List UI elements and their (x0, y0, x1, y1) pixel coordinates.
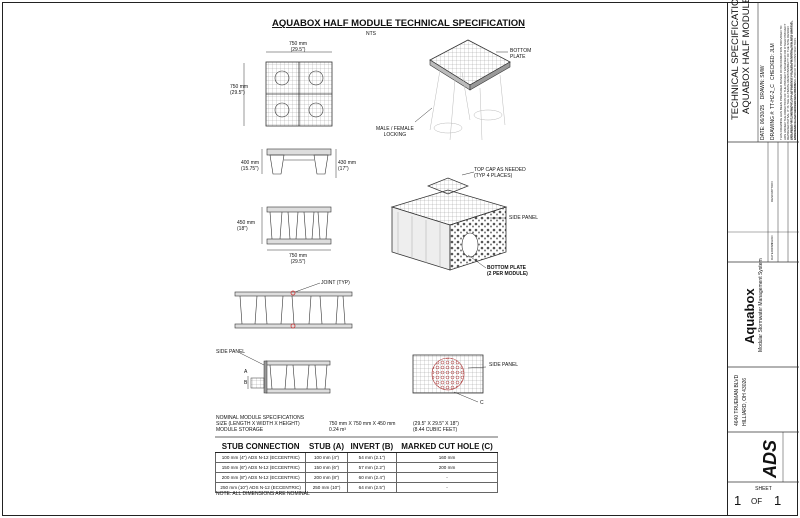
table-cell: 57 mm (2.2") (346, 462, 398, 473)
ads-logo: ADS (760, 439, 780, 478)
drawing-row: DRAWING #: TT-HZ-2_C CHECKED: JLM (770, 43, 776, 140)
drawing-no-label: DRAWING #: (770, 110, 776, 140)
drawing-no-value: TT-HZ-2_C (770, 84, 776, 110)
side-view-1 (261, 148, 337, 178)
chkd-col-label: CHKD (770, 235, 774, 244)
nts-label: NTS (366, 31, 376, 37)
table-cell: 250 mm (10") (305, 482, 348, 493)
side1-left-dim-in: (15.75") (241, 166, 259, 172)
sheet-of: OF (751, 497, 763, 506)
top-height-dim-in: (29.5") (230, 90, 245, 96)
spec-title-2: AQUABOX HALF MODULE (741, 0, 752, 114)
iso-bottom-plate (414, 39, 511, 141)
table-cell: 100 mm (4") ADS N-12 (ECCENTRIC) (214, 452, 307, 463)
side2-bottom-dim-in: (29.5") (290, 259, 306, 265)
nominal-size-value-in: (29.5" X 29.5" X 18") (413, 421, 459, 427)
table-cell: 200 mm (396, 462, 498, 473)
drawn-label: DRAWN: (760, 79, 766, 100)
table-cell: 200 mm (8") ADS N-12 (ECCENTRIC) (214, 472, 307, 483)
description-label: DESCRIPTION (770, 181, 774, 202)
section-view (239, 352, 331, 394)
top-view (243, 51, 333, 127)
side2-left-dim: 450 mm (237, 220, 256, 226)
side1-right-dim-in: (17") (338, 166, 349, 172)
top-height-dim: 750 mm (230, 84, 249, 90)
side-view-2 (261, 206, 332, 251)
side-panel-right-callout: SIDE PANEL (489, 362, 519, 368)
drawing-title: AQUABOX HALF MODULE TECHNICAL SPECIFICAT… (272, 18, 525, 29)
table-cell: 150 mm (6") (305, 462, 348, 473)
address-line-2: HILLIARD, OH 43026 (742, 377, 748, 426)
title-block-lines (728, 2, 799, 483)
side-panel-iso-callout: SIDE PANEL (509, 215, 539, 221)
table-cell: - (396, 482, 498, 493)
nominal-storage-value-ft: (8.44 CUBIC FEET) (413, 427, 458, 433)
checked-label: CHECKED: (770, 54, 776, 80)
top-cap-callout: TOP CAP AS NEEDED (TYP 4 PLACES) (474, 167, 526, 179)
table-cell: 200 mm (8") (305, 472, 348, 483)
nominal-size-value: 750 mm X 750 mm X 450 mm (329, 421, 396, 427)
date-value: 06/30/25 (760, 104, 766, 125)
table-cell: 60 mm (2.4") (346, 472, 398, 483)
table-cell: 54 mm (2.1") (346, 452, 398, 463)
nominal-storage-value: 0.24 m³ (329, 427, 346, 433)
title-block: TECHNICAL SPECIFICATIONS AQUABOX HALF MO… (727, 0, 799, 516)
dim-a-label: A (244, 369, 248, 375)
side2-left-dim-in: (18") (237, 226, 248, 232)
table-row: 200 mm (8") ADS N-12 (ECCENTRIC) 200 mm … (214, 472, 498, 483)
iso-assembly (390, 171, 508, 271)
nominal-size-label: SIZE (LENGTH X WIDTH X HEIGHT) (216, 421, 300, 427)
table-row: 250 mm (10") ADS N-12 (ECCENTRIC) 250 mm… (214, 482, 498, 493)
nominal-storage-label: MODULE STORAGE (216, 427, 264, 433)
dim-c-label: C (480, 400, 484, 406)
bottom-plate-2-callout: BOTTOM PLATE (2 PER MODULE) (487, 265, 528, 277)
drwn-col-label: DRWN (770, 242, 774, 252)
table-header: STUB CONNECTION (215, 441, 306, 453)
nominal-specs: NOMINAL MODULE SPECIFICATIONS SIZE (LENG… (216, 415, 304, 433)
spec-title-1: TECHNICAL SPECIFICATIONS (730, 0, 741, 120)
date-label: DATE: (760, 125, 766, 140)
male-female-callout: MALE / FEMALE LOCKING (376, 126, 414, 138)
side2-bottom-dim: 750 mm (289, 253, 308, 259)
table-cell: 160 mm (396, 452, 498, 463)
dim-b-label: B (244, 380, 248, 386)
drawn-value: SMW (760, 65, 766, 78)
drawing-canvas (215, 39, 511, 438)
sheet-number: 1 (734, 493, 742, 508)
table-row: 150 mm (6") ADS N-12 (ECCENTRIC) 150 mm … (214, 462, 498, 473)
product-subtitle: Modular Stormwater Management System (758, 258, 764, 352)
top-width-dim: 750 mm (289, 41, 308, 47)
side1-right-dim: 430 mm (338, 160, 357, 166)
table-header: STUB (A) (305, 441, 348, 453)
note: NOTE: ALL DIMENSIONS ARE NOMINAL (216, 491, 310, 497)
stub-table: STUB CONNECTION STUB (A) INVERT (B) MARK… (214, 441, 498, 493)
date-row: DATE: 06/30/25 DRAWN: SMW (760, 66, 766, 141)
disclaimer-2: ADS DOES NOT WARRANT THE ACCURACY OF THI… (789, 22, 797, 140)
table-row: 100 mm (4") ADS N-12 (ECCENTRIC) 100 mm … (214, 452, 498, 463)
side-panel-left-callout: SIDE PANEL (216, 349, 246, 355)
checked-value: JLM (770, 43, 776, 53)
plan-bottom-plate (412, 354, 487, 403)
table-cell: - (396, 472, 498, 483)
product-name: Aquabox (742, 288, 757, 344)
sheet-total: 1 (774, 493, 782, 508)
table-header: INVERT (B) (347, 441, 397, 453)
joint-view (234, 282, 353, 329)
bottom-plate-callout: BOTTOM PLATE (510, 48, 532, 60)
top-width-dim-in: (29.5") (290, 47, 306, 53)
joint-callout: JOINT (TYP) (321, 280, 350, 286)
table-header: MARKED CUT HOLE (C) (396, 441, 498, 453)
side1-left-dim: 400 mm (241, 160, 260, 166)
address-line-1: 4640 TRUEMAN BLVD (734, 374, 740, 426)
table-cell: 150 mm (6") ADS N-12 (ECCENTRIC) (214, 462, 307, 473)
date-col-label: DATE (770, 252, 774, 260)
nominal-heading: NOMINAL MODULE SPECIFICATIONS (216, 415, 305, 421)
sheet-label: SHEET (755, 486, 772, 492)
table-cell: 100 mm (4") (305, 452, 348, 463)
table-cell: 64 mm (2.5") (346, 482, 398, 493)
